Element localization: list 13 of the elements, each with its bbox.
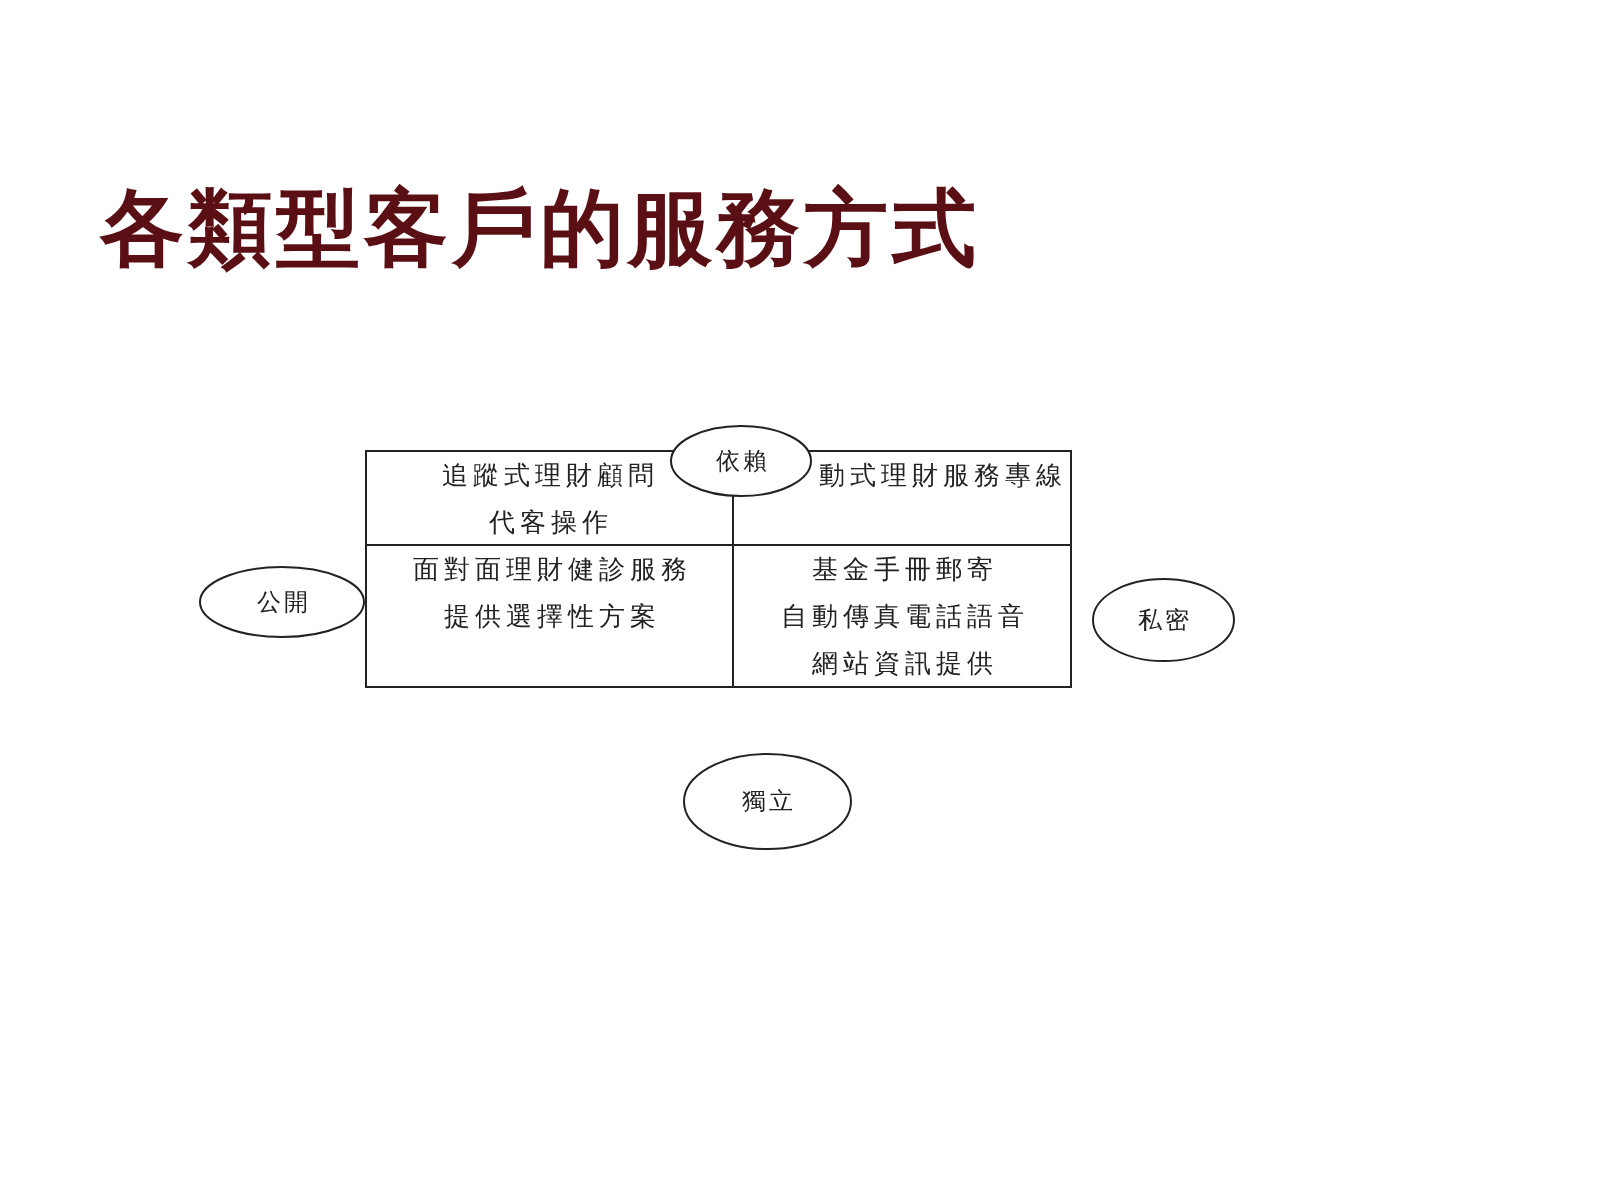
service-label: 提供選擇性方案 — [443, 600, 661, 633]
category-label: 獨立 — [741, 787, 796, 816]
category-label: 公開 — [255, 587, 311, 617]
service-label: 動式理財服務專線 — [818, 459, 1067, 492]
category-label: 依賴 — [714, 446, 770, 476]
service-label: 基金手冊郵寄 — [810, 553, 998, 586]
slide-title: 各類型客戶的服務方式 — [100, 182, 980, 275]
service-label: 代客操作 — [487, 506, 613, 539]
service-label: 面對面理財健診服務 — [412, 553, 692, 586]
service-label: 追蹤式理財顧問 — [441, 459, 659, 492]
service-label: 自動傳真電話語音 — [779, 600, 1029, 633]
service-label: 網站資訊提供 — [810, 647, 998, 680]
category-label: 私密 — [1137, 605, 1192, 635]
